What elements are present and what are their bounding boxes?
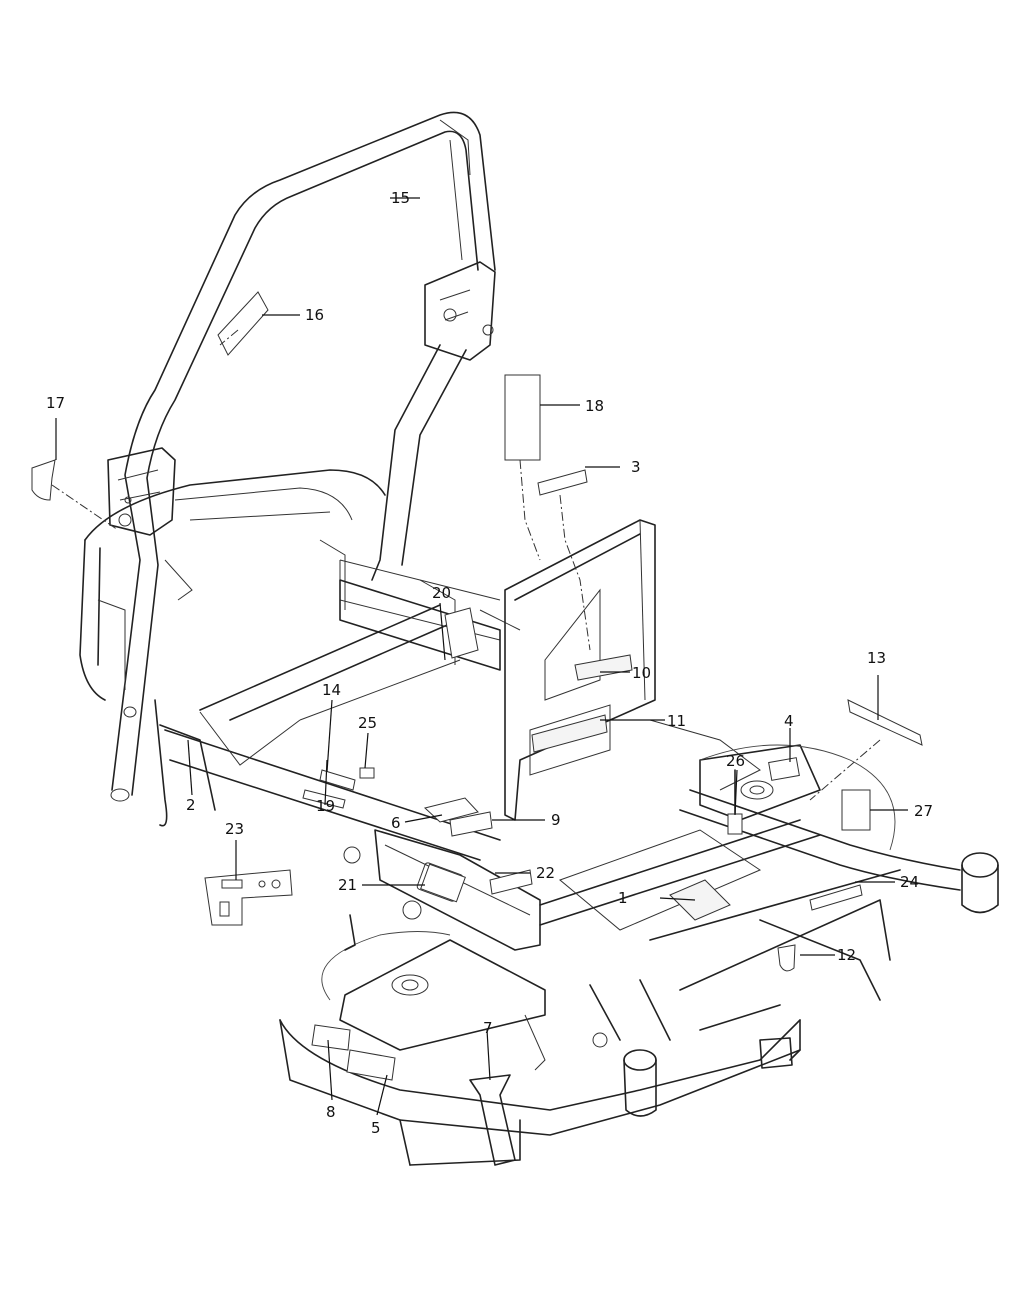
phantom-lines xyxy=(51,329,881,801)
callout-13: 13 xyxy=(867,649,886,667)
callout-6: 6 xyxy=(391,814,401,832)
decal-20 xyxy=(444,607,479,659)
callout-9: 9 xyxy=(551,811,561,829)
callout-2: 2 xyxy=(186,796,196,814)
callout-22: 22 xyxy=(536,864,555,882)
callout-labels: 1 2 3 4 5 6 7 8 9 10 11 12 13 14 15 16 1… xyxy=(46,189,933,1137)
decal-21 xyxy=(420,863,466,903)
decal-8 xyxy=(311,1024,351,1051)
callout-20: 20 xyxy=(432,584,451,602)
callout-4: 4 xyxy=(784,712,794,730)
decal-3 xyxy=(537,469,588,496)
mower-deck xyxy=(279,744,901,1166)
callout-12: 12 xyxy=(837,946,856,964)
callout-27: 27 xyxy=(914,802,933,820)
decal-1 xyxy=(669,879,731,921)
decal-18 xyxy=(504,374,541,461)
decal-23 xyxy=(204,869,293,926)
decal-11 xyxy=(531,714,608,753)
callout-16: 16 xyxy=(305,306,324,324)
leader-lines xyxy=(55,197,908,1116)
callout-14: 14 xyxy=(322,681,341,699)
callout-8: 8 xyxy=(326,1103,336,1121)
decal-10 xyxy=(574,654,633,681)
decal-19 xyxy=(302,789,346,809)
decal-5 xyxy=(346,1049,396,1081)
decal-12 xyxy=(777,944,796,972)
callout-10: 10 xyxy=(632,664,651,682)
callout-18: 18 xyxy=(585,397,604,415)
decal-9 xyxy=(449,811,493,837)
rear-hood xyxy=(79,469,386,701)
callout-23: 23 xyxy=(225,820,244,838)
decal-4 xyxy=(768,757,800,781)
callout-17: 17 xyxy=(46,394,65,412)
callout-3: 3 xyxy=(631,458,641,476)
main-frame xyxy=(154,559,999,1117)
decal-13 xyxy=(847,699,923,746)
decal-16 xyxy=(217,291,269,356)
callout-11: 11 xyxy=(667,712,686,730)
callout-21: 21 xyxy=(338,876,357,894)
decal-25 xyxy=(359,767,375,779)
decal-17 xyxy=(31,459,56,501)
decal-26 xyxy=(727,813,743,835)
callout-26: 26 xyxy=(726,752,745,770)
callout-1: 1 xyxy=(618,889,628,907)
callout-15: 15 xyxy=(391,189,410,207)
decals xyxy=(31,291,923,1081)
decal-24 xyxy=(809,884,863,911)
callout-19: 19 xyxy=(316,797,335,815)
decal-27 xyxy=(841,789,871,831)
callout-5: 5 xyxy=(371,1119,381,1137)
callout-7: 7 xyxy=(483,1019,493,1037)
decal-14 xyxy=(319,769,356,791)
callout-24: 24 xyxy=(900,873,919,891)
callout-25: 25 xyxy=(358,714,377,732)
roll-over-protection-bar xyxy=(107,111,496,802)
